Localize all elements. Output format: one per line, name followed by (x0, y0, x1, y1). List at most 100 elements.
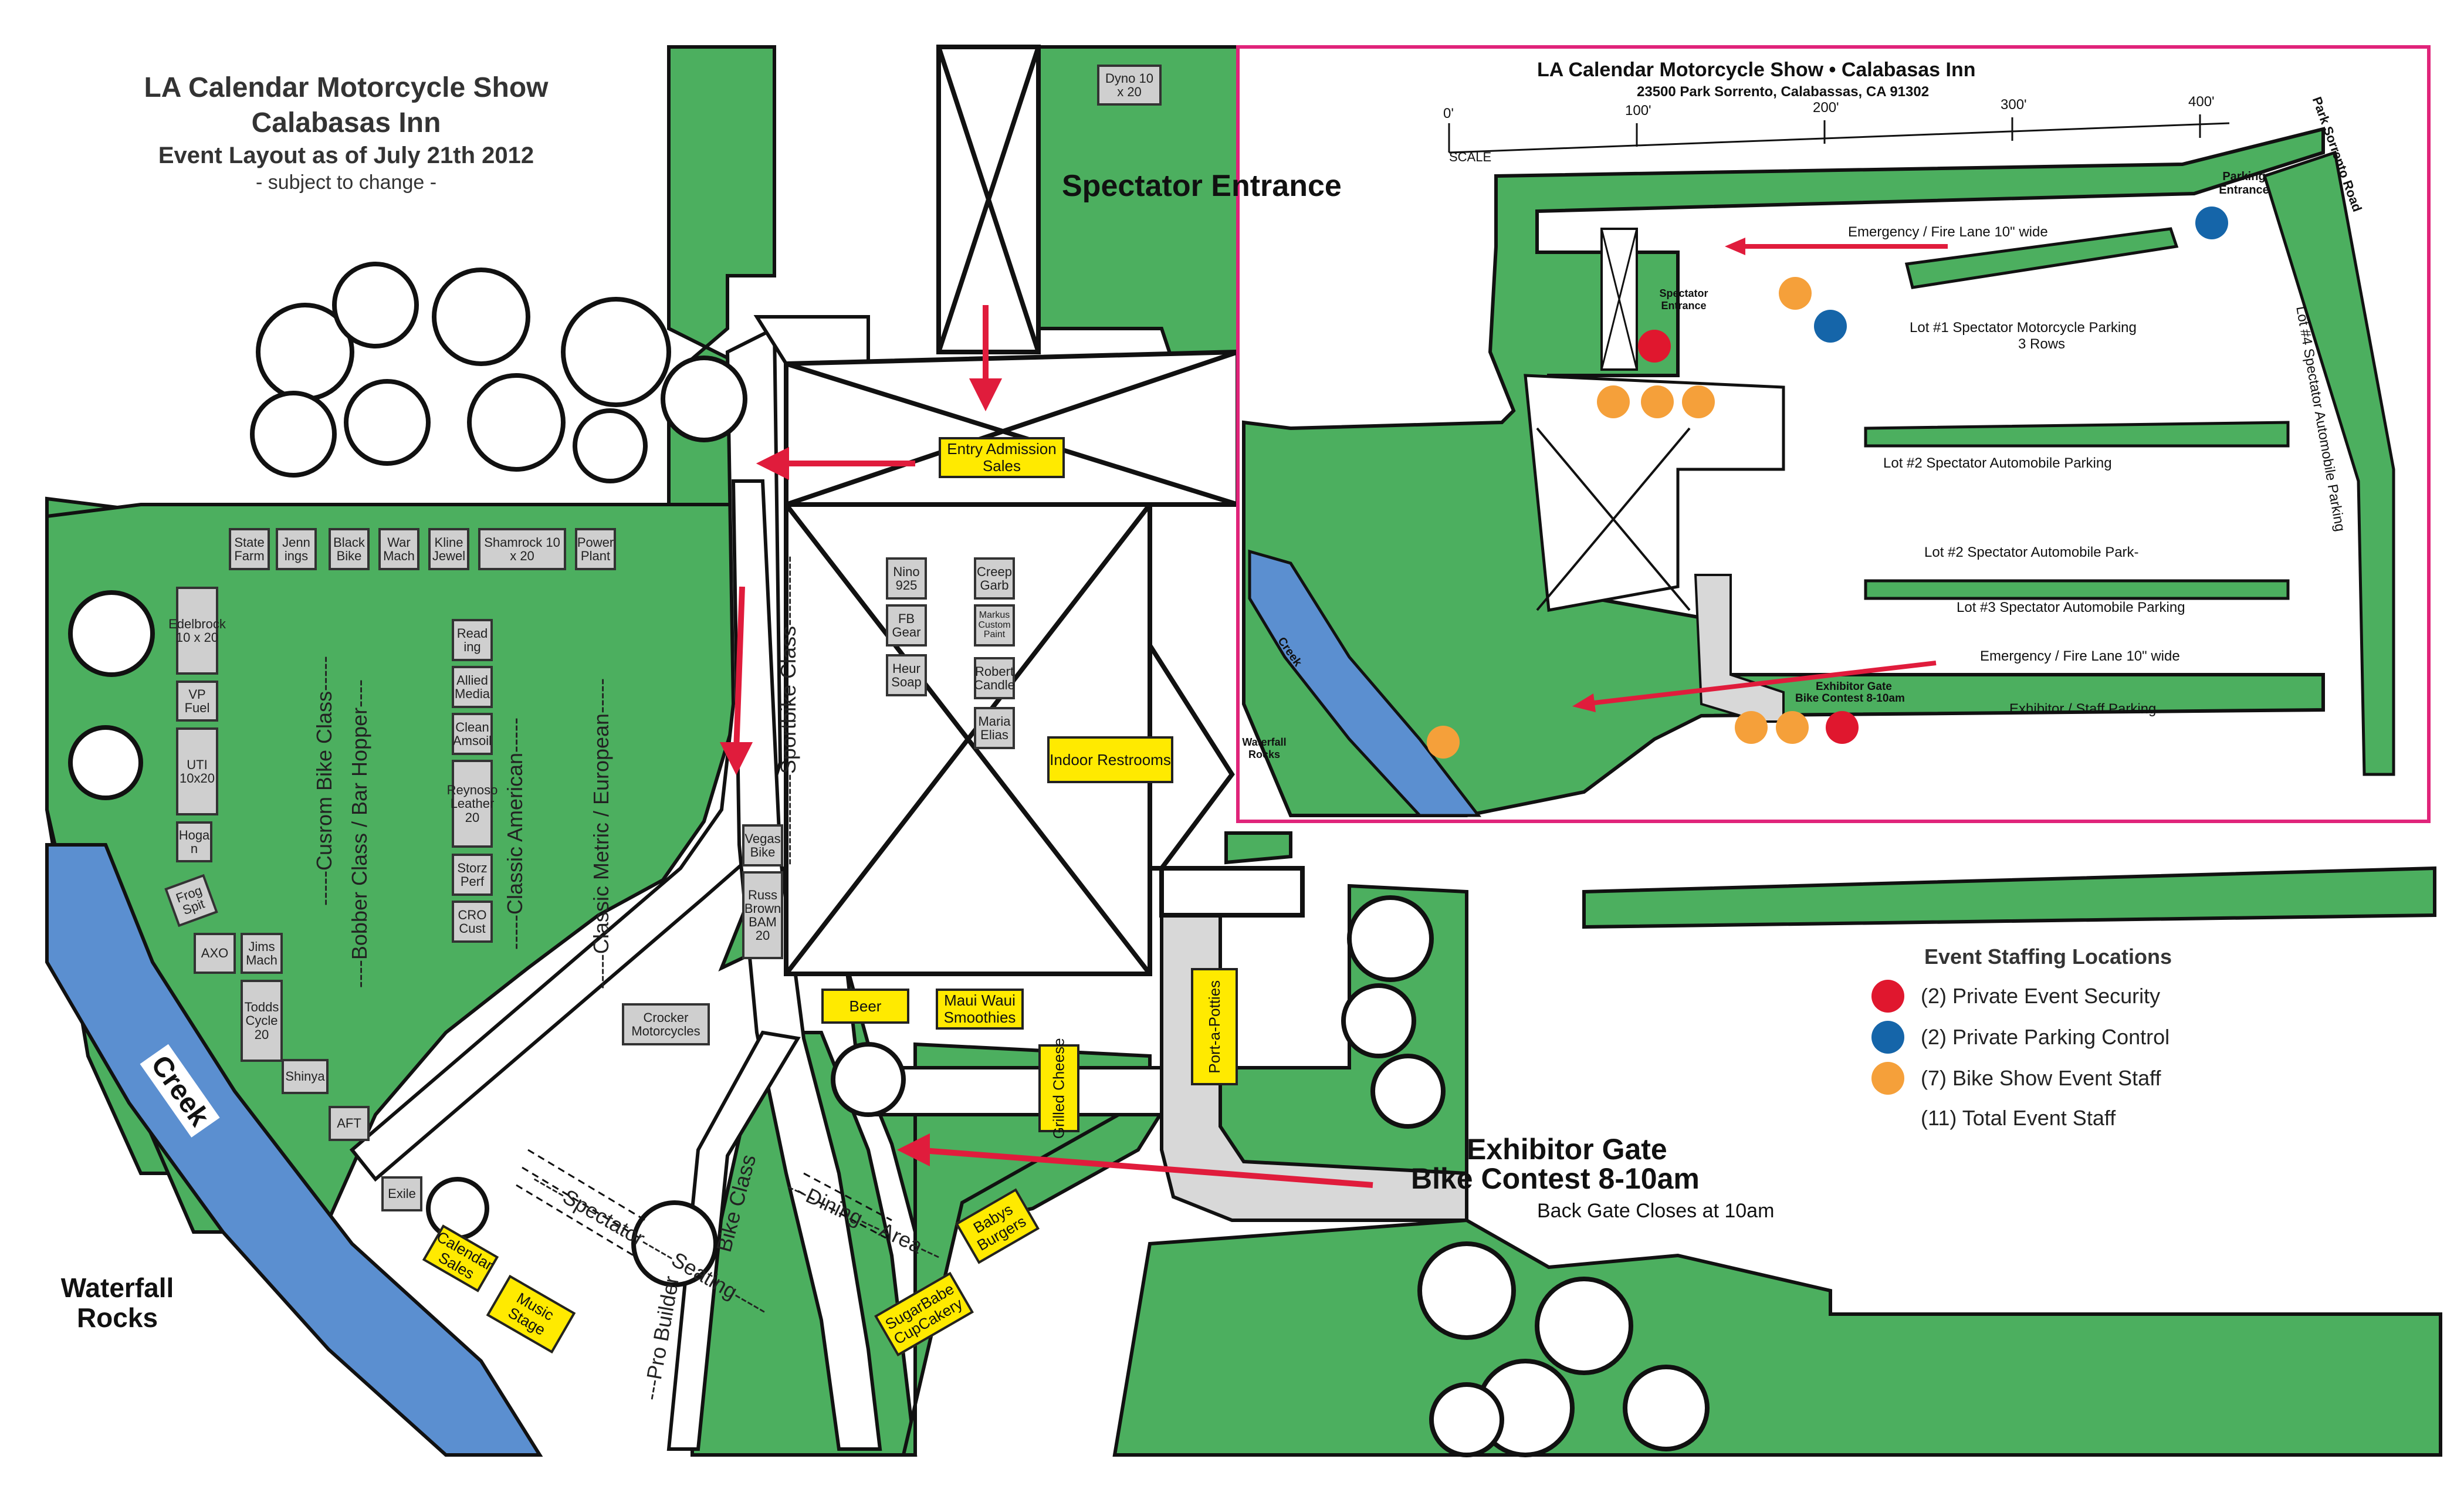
inset-title: LA Calendar Motorcycle Show • Calabasas … (1537, 59, 1976, 81)
booth-kline-jewel: Kline Jewel (428, 528, 469, 570)
grilled-cheese: Grilled Cheese (1038, 1038, 1079, 1139)
booth-crocker: Crocker Motorcycles (622, 1003, 710, 1045)
inset-exhibitor-gate: Exhibitor Gate (1816, 681, 1892, 693)
entry-admission-sales: Entry Admission Sales (939, 437, 1065, 478)
direction-arrows (719, 305, 1373, 1188)
scale-tick-100: 100' (1625, 103, 1651, 119)
emergency-lane-2: Emergency / Fire Lane 10" wide (1980, 648, 2180, 664)
booth-cro-cust: CRO Cust (452, 901, 493, 943)
legend-parking: (2) Private Parking Control (1871, 1021, 2169, 1054)
creek (45, 843, 543, 1457)
indoor-restrooms: Indoor Restrooms (1047, 736, 1173, 783)
lot2b-label: Lot #2 Spectator Automobile Park- (1924, 544, 2139, 560)
lot1-rows-label: 3 Rows (2018, 336, 2066, 352)
booth-clean-amsoil: Clean Amsoil (452, 713, 493, 755)
scale-tick-300: 300' (2001, 97, 2027, 113)
inset-map-graphics (1236, 45, 2431, 823)
booth-reading: Read ing (452, 619, 493, 661)
map-title: LA Calendar Motorcycle Show (144, 72, 549, 103)
booth-axo: AXO (194, 933, 236, 974)
tree-clusters (68, 262, 1710, 1457)
booth-jennings: Jenn ings (276, 528, 317, 570)
venue-name: Calabasas Inn (251, 107, 441, 138)
booth-reynoso: Reynoso Leather 20 (447, 760, 497, 848)
booth-allied-media: Allied Media (452, 666, 493, 708)
main-left-grass (45, 503, 741, 1234)
legend-security-label: (2) Private Event Security (1921, 984, 2161, 1008)
parking-dot-icon (1871, 1021, 1904, 1054)
legend-staff-label: (7) Bike Show Event Staff (1921, 1066, 2161, 1090)
lot1-label: Lot #1 Spectator Motorcycle Parking (1910, 320, 2137, 336)
booth-black-bike: Black Bike (329, 528, 370, 570)
booth-storz-perf: Storz Perf (452, 854, 493, 896)
booth-todds-cycle: Todds Cycle 20 (241, 980, 283, 1062)
classic-metric-label: -----Classic Metric / European----- (589, 678, 614, 990)
booth-vegas-bike: Vegas Bike (742, 824, 783, 867)
classic-american-label: -----Classic American----- (502, 717, 527, 950)
legend-total-label: (11) Total Event Staff (1921, 1106, 2116, 1130)
scale-word: SCALE (1449, 150, 1492, 164)
scale-tick-400: 400' (2188, 94, 2215, 110)
booth-exile: Exile (381, 1176, 422, 1211)
booth-shinya: Shinya (282, 1059, 329, 1094)
bobber-class-label: ----Bobber Class / Bar Hopper---- (347, 679, 372, 989)
booth-robert-candle: Robert Candle (974, 657, 1015, 699)
back-gate-label: Back Gate Closes at 10am (1537, 1200, 1775, 1222)
legend-security: (2) Private Event Security (1871, 980, 2160, 1013)
booth-uti: UTI 10x20 (176, 727, 218, 815)
legend-total: (11) Total Event Staff (1921, 1106, 2116, 1131)
booth-jims-mach: Jims Mach (241, 933, 283, 974)
parking-entrance: Parking Entrance (2219, 170, 2269, 197)
sportbike-class-label: -------------Sportbike Class---------- (776, 556, 800, 865)
scale-tick-200: 200' (1813, 100, 1839, 116)
legend-parking-label: (2) Private Parking Control (1921, 1025, 2170, 1049)
booth-hogan: Hoga n (176, 821, 212, 862)
bike-contest-label: Bike Contest 8-10am (1411, 1162, 1700, 1195)
booth-power-plant: Power Plant (575, 528, 616, 570)
beer-stand: Beer (821, 989, 909, 1024)
exhibitor-gate-label: Exhibitor Gate (1467, 1133, 1667, 1166)
booth-markus: Markus Custom Paint (974, 604, 1015, 647)
booth-nino: Nino 925 (886, 557, 927, 600)
subject-to-change: - subject to change - (255, 171, 437, 194)
grilled-cheese-text: Grilled Cheese (1050, 1038, 1068, 1139)
booth-aft: AFT (329, 1106, 370, 1141)
emergency-lane-1: Emergency / Fire Lane 10" wide (1848, 224, 2048, 240)
layout-date: Event Layout as of July 21th 2012 (158, 143, 534, 168)
staff-dot-icon (1871, 1062, 1904, 1095)
custom-bike-class-label: -----Cusrom Bike Class----- (312, 656, 336, 906)
booth-russ-brown: Russ Brown BAM 20 (742, 871, 783, 959)
booth-fb-gear: FB Gear (886, 604, 927, 647)
buildings (784, 45, 1305, 976)
booth-heur-soap: Heur Soap (886, 654, 927, 696)
booth-edelbrock: Edelbrock 10 x 20 (168, 587, 226, 675)
lot3-label: Lot #3 Spectator Automobile Parking (1957, 600, 2185, 615)
seating-lines (516, 1149, 892, 1257)
security-dot-icon (1871, 980, 1904, 1013)
inset-bike-contest: Bike Contest 8-10am (1795, 692, 1905, 705)
booth-dyno: Dyno 10 x 20 (1097, 65, 1162, 106)
inset-spectator-entrance: Spectator Entrance (1659, 287, 1708, 312)
waterfall-rocks-label: Waterfall Rocks (60, 1272, 174, 1333)
booth-vp-fuel: VP Fuel (176, 681, 218, 722)
lot2a-label: Lot #2 Spectator Automobile Parking (1883, 455, 2112, 471)
maui-waui-smoothies: Maui Waui Smoothies (936, 989, 1024, 1030)
exhibitor-parking-label: Exhibitor / Staff Parking (2009, 701, 2157, 717)
legend-title: Event Staffing Locations (1924, 945, 2172, 969)
booth-war-mach: War Mach (378, 528, 419, 570)
legend-staff: (7) Bike Show Event Staff (1871, 1062, 2161, 1095)
right-grass-strips (1582, 866, 2436, 929)
port-a-potties-text: Port-a-Potties (1205, 980, 1223, 1074)
port-a-potties: Port-a-Potties (1191, 968, 1238, 1085)
inset-waterfall-rocks: Waterfall Rocks (1242, 736, 1287, 760)
scale-tick-0: 0' (1443, 106, 1454, 121)
booth-state-farm: State Farm (229, 528, 270, 570)
map-title-block: LA Calendar Motorcycle Show Calabasas In… (88, 70, 604, 195)
staffing-dots (1427, 207, 2228, 759)
spectator-entrance-label: Spectator Entrance (1062, 169, 1342, 203)
booth-maria-elias: Maria Elias (974, 707, 1015, 749)
booth-shamrock: Shamrock 10 x 20 (478, 528, 566, 570)
booth-creep-garb: Creep Garb (974, 557, 1015, 600)
inset-address: 23500 Park Sorrento, Calabassas, CA 9130… (1637, 84, 1930, 100)
